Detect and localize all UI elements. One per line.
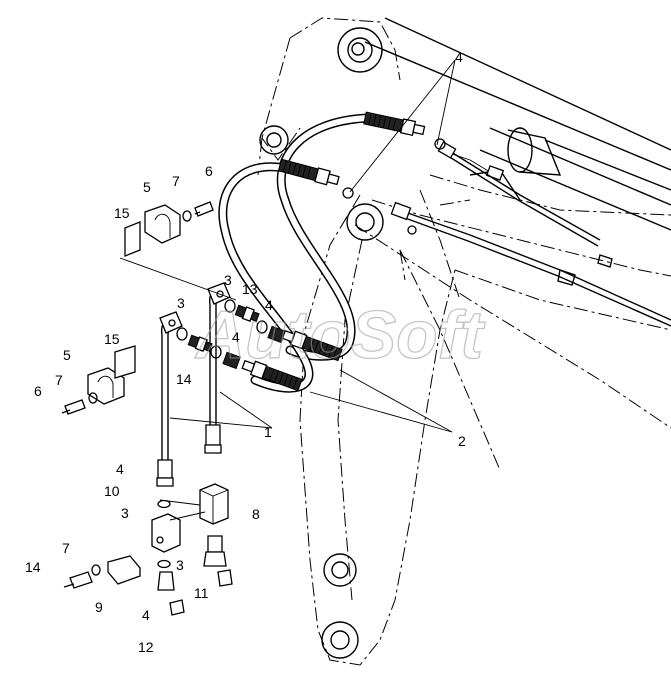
callout-1: 1 [264,424,272,440]
boom-cylinder [364,17,671,286]
callout-10: 10 [104,483,120,499]
callout-7a: 7 [172,173,180,189]
rings-and-adapters [176,299,286,370]
callout-3b: 3 [177,295,185,311]
callout-4b: 4 [265,297,273,313]
callout-4e: 4 [142,607,150,623]
callout-3d: 3 [176,557,184,573]
hose-fittings [241,111,446,392]
callout-6b: 6 [34,383,42,399]
callout-4c: 4 [232,329,240,345]
clamp-upper [124,201,214,257]
callout-11: 11 [194,585,209,601]
callout-4d: 4 [116,461,124,477]
clamp-lower [61,345,136,415]
callout-15b: 15 [104,331,120,347]
watermark: AutoSoft [194,297,485,373]
callout-2: 2 [458,433,466,449]
callout-3a: 3 [224,272,232,288]
callout-5b: 5 [63,347,71,363]
callout-7c: 7 [62,540,70,556]
callout-labels: 4 6 7 5 15 3 13 3 4 4 15 5 14 7 6 1 2 4 … [25,49,466,655]
callout-5a: 5 [143,179,151,195]
callout-6a: 6 [205,163,213,179]
callout-12: 12 [138,639,154,655]
callout-7b: 7 [55,372,63,388]
callout-13a: 13 [242,281,258,297]
leader-lines [119,59,456,521]
callout-8: 8 [252,506,260,522]
callout-15a: 15 [114,205,130,221]
callout-14: 14 [25,559,41,575]
lower-assembly [63,483,233,616]
callout-4a: 4 [455,49,463,65]
boom-tubes [390,141,671,327]
callout-13b: 14 [176,371,192,387]
callout-9: 9 [95,599,103,615]
callout-3c: 3 [121,505,129,521]
pipes [156,288,227,487]
boom-pins [259,27,384,659]
